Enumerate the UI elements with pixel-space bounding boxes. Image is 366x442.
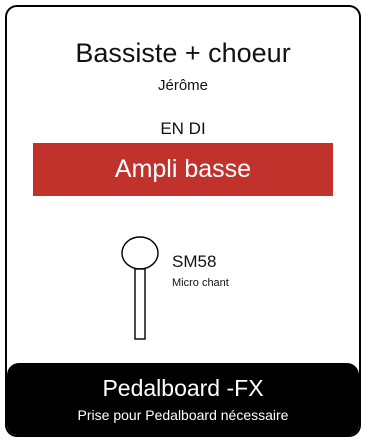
amp-label: Ampli basse — [114, 155, 252, 183]
musician-name: Jérôme — [157, 77, 209, 94]
musician-role: Bassiste + choeur — [75, 38, 291, 68]
pedalboard-footer: Pedalboard -FX Prise pour Pedalboard néc… — [7, 363, 359, 435]
pedalboard-note: Prise pour Pedalboard nécessaire — [77, 407, 289, 423]
di-label: EN DI — [160, 119, 206, 138]
musician-card: Bassiste + choeur Jérôme EN DI Ampli bas… — [5, 5, 361, 437]
amp-box: Ampli basse — [33, 143, 333, 196]
microphone-icon — [121, 236, 159, 340]
mic-description: Micro chant — [172, 277, 229, 289]
pedalboard-title: Pedalboard -FX — [102, 375, 264, 401]
mic-model: SM58 — [172, 252, 217, 271]
